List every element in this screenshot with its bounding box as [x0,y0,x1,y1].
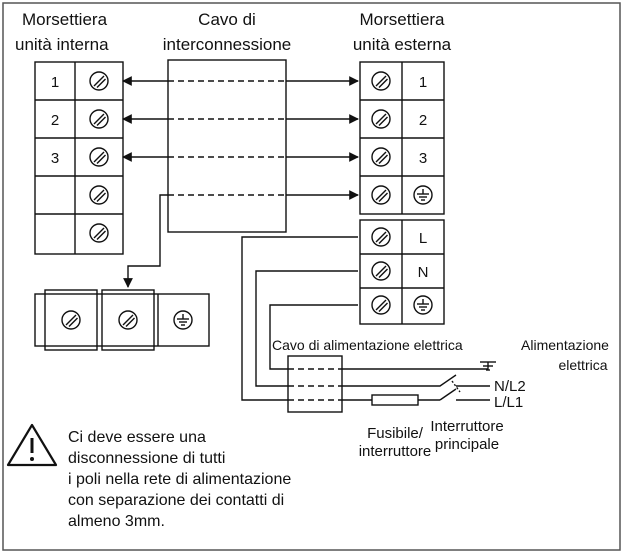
outdoor-terminal-label-1: 1 [419,74,427,91]
nl2-label: N/L2 [494,378,526,395]
power-cable-label: Cavo di alimentazione elettrica [272,337,463,353]
supply-ground-icon [480,361,496,371]
warning-line-3: i poli nella rete di alimentazione [68,471,291,488]
indoor-terminal-label-1: 1 [51,74,59,91]
power-terminal-label-l: L [419,230,427,247]
screw-terminal-icon [61,310,81,330]
indoor-terminal-block: 1 2 3 [34,61,124,255]
warning-line-2: disconnessione di tutti [68,450,225,467]
warning-line-5: almeno 3mm. [68,513,165,530]
warning-triangle-icon [6,423,58,467]
power-cable-box [287,355,343,413]
indoor-terminal-label-3: 3 [51,150,59,167]
screw-terminal-icon [89,185,109,205]
ground-icon [413,185,433,205]
screw-terminal-icon [371,227,391,247]
outdoor-terminal-block: 1 2 3 [359,61,445,215]
fuse-icon [371,394,419,406]
cable-title-1: Cavo di [198,10,256,29]
main-switch-label-1: Interruttore [430,418,503,435]
fuse-label-1: Fusibile/ [367,425,424,442]
warning-line-4: con separazione dei contatti di [68,492,284,509]
ground-icon [173,310,193,330]
fuse-label-2: interruttore [359,443,432,460]
warning-line-1: Ci deve essere una [68,429,206,446]
screw-terminal-icon [371,109,391,129]
power-terminal-block: L N [359,219,445,325]
screw-terminal-icon [371,71,391,91]
screw-terminal-icon [371,295,391,315]
cable-title-2: interconnessione [163,35,292,54]
indoor-block-title-2: unità interna [15,35,109,54]
outdoor-block-title-1: Morsettiera [359,10,445,29]
screw-terminal-icon [371,261,391,281]
outdoor-terminal-label-2: 2 [419,112,427,129]
screw-terminal-icon [118,310,138,330]
screw-terminal-icon [89,71,109,91]
outdoor-terminal-label-3: 3 [419,150,427,167]
indoor-terminal-label-2: 2 [51,112,59,129]
screw-terminal-icon [371,185,391,205]
screw-terminal-icon [89,147,109,167]
power-supply-wires [241,236,490,401]
power-supply-label-2: elettrica [558,357,607,373]
screw-terminal-icon [89,223,109,243]
ground-icon [413,295,433,315]
power-terminal-label-n: N [418,264,429,281]
main-switch-label-2: principale [435,436,499,453]
screw-terminal-icon [371,147,391,167]
interconnection-wires [122,76,359,288]
ground-terminal-strip [34,289,210,351]
interconnection-cable-box [167,59,287,233]
ll1-label: L/L1 [494,394,523,411]
screw-terminal-icon [89,109,109,129]
indoor-block-title-1: Morsettiera [22,10,108,29]
power-supply-label-1: Alimentazione [521,337,609,353]
outdoor-block-title-2: unità esterna [353,35,452,54]
